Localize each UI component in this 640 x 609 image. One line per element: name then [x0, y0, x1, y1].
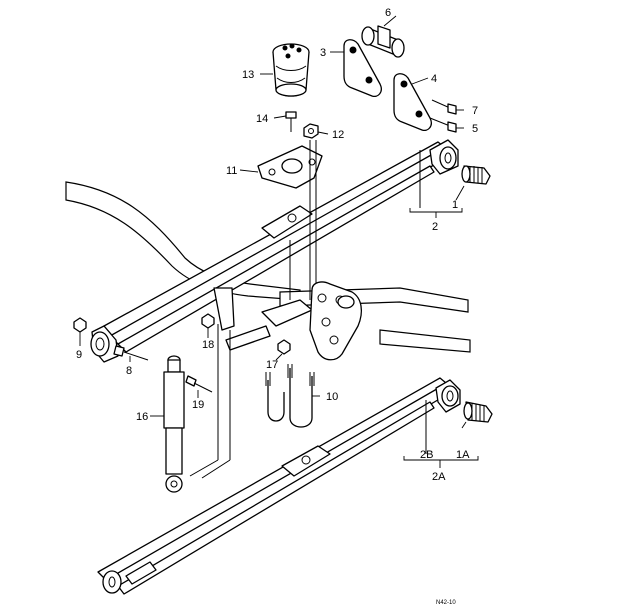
callout-7: 7 [472, 105, 478, 117]
bolt-part-7 [431, 99, 457, 115]
spring-eye-bushing-front [90, 325, 119, 363]
callout-2: 2 [432, 221, 438, 233]
callout-2a: 2A [432, 471, 446, 483]
callout-6: 6 [385, 7, 391, 19]
bolt-part-19 [185, 375, 213, 393]
lower-spring-eye-front [102, 570, 122, 594]
screw-part-14 [285, 111, 297, 132]
diagram-code: N42-10 [436, 600, 456, 606]
callout-11: 11 [226, 165, 237, 177]
bump-stop-part-13 [272, 43, 310, 97]
callout-5: 5 [472, 123, 478, 135]
callout-17: 17 [266, 359, 278, 371]
lower-leaf-spring [97, 377, 453, 595]
callout-16: 16 [136, 411, 148, 423]
callout-13: 13 [242, 69, 254, 81]
spring-eye-bushing-rear [429, 139, 459, 175]
callout-3: 3 [320, 47, 326, 59]
callout-10: 10 [326, 391, 338, 403]
callout-2b: 2B [420, 449, 433, 461]
callout-1a: 1A [456, 449, 470, 461]
callout-8: 8 [126, 365, 132, 377]
bushing-pin-part-1a [463, 401, 493, 423]
callout-9: 9 [76, 349, 82, 361]
nut-part-9 [73, 317, 87, 333]
leader-lines [79, 15, 479, 468]
shock-absorber-part-16 [163, 355, 185, 493]
spring-plate-part-11 [257, 145, 323, 189]
bushing-pin-part-1 [461, 165, 491, 185]
spring-mount-bracket [309, 281, 363, 361]
u-bolt-part-10 [265, 364, 315, 428]
callout-4: 4 [431, 73, 437, 85]
upper-leaf-spring [103, 141, 451, 353]
nut-part-17 [277, 339, 291, 355]
nut-part-18 [201, 313, 215, 329]
u-bolt-rod [289, 140, 317, 300]
nut-part-12 [303, 123, 319, 139]
shackle-plate-part-4 [393, 73, 432, 132]
lower-spring-eye-rear [435, 379, 461, 413]
axle-bracket [189, 287, 313, 479]
shackle-bushing-part-6 [361, 25, 405, 58]
callout-labels: 6 3 4 7 5 13 14 12 11 1 2 9 8 18 17 10 1… [76, 7, 478, 483]
shackle-plate-part-3 [343, 39, 382, 98]
callout-19: 19 [192, 399, 204, 411]
callout-12: 12 [332, 129, 344, 141]
callout-1: 1 [452, 199, 458, 211]
callout-18: 18 [202, 339, 214, 351]
bolt-part-8 [113, 345, 149, 361]
callout-14: 14 [256, 113, 268, 125]
bolt-part-5 [429, 117, 457, 133]
